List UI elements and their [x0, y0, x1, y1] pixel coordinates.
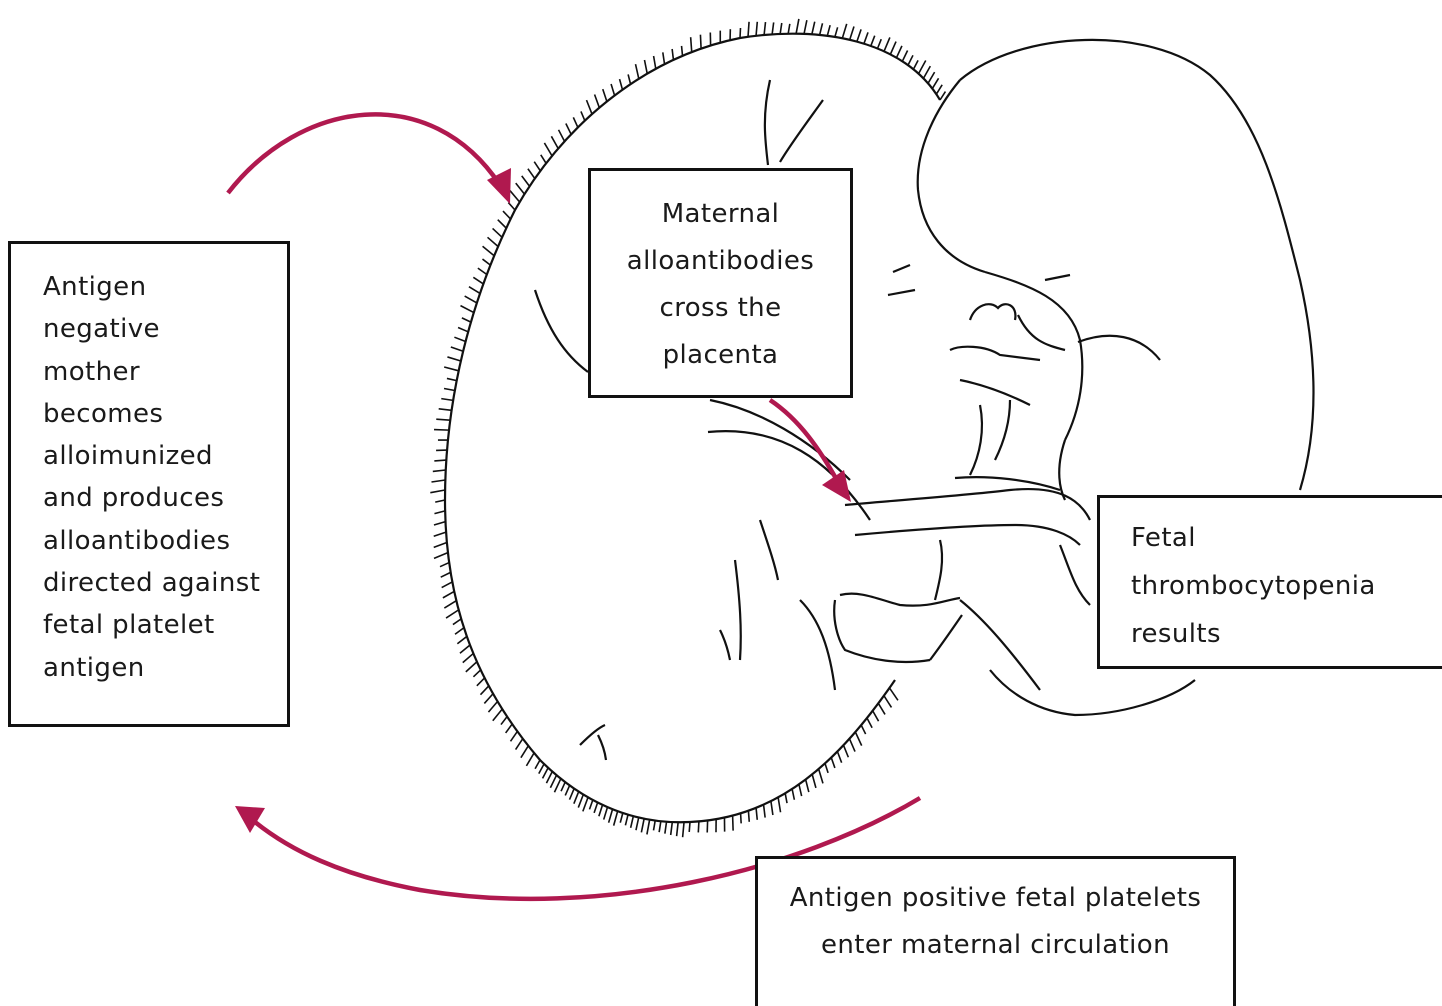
mother-text-line: mother	[43, 351, 287, 393]
mother-text-line: alloimunized	[43, 435, 287, 477]
cross-placenta-text-line: cross the	[591, 285, 850, 332]
fetal-platelets-circulation-box: Antigen positive fetal plateletsenter ma…	[755, 856, 1236, 1006]
cross-placenta-text-line: Maternal	[591, 191, 850, 238]
mother-text-line: becomes	[43, 393, 287, 435]
mother-text-line: fetal platelet	[43, 604, 287, 646]
antibodies-cross-placenta-box: Maternalalloantibodiescross theplacenta	[588, 168, 853, 398]
result-text-line: results	[1131, 610, 1442, 658]
circulation-text-line: enter maternal circulation	[758, 922, 1233, 969]
mother-text-line: alloantibodies	[43, 520, 287, 562]
result-text-line: Fetal	[1131, 514, 1442, 562]
mother-text-line: and produces	[43, 477, 287, 519]
fetal-thrombocytopenia-box: Fetalthrombocytopeniaresults	[1097, 495, 1442, 669]
mother-text-line: antigen	[43, 647, 287, 689]
placenta-drawing	[445, 34, 940, 823]
mother-text-line: negative	[43, 308, 287, 350]
mother-text-line: directed against	[43, 562, 287, 604]
mother-text-line: Antigen	[43, 266, 287, 308]
mother-alloimmunization-box: Antigennegativemotherbecomesalloimunized…	[8, 241, 290, 727]
circulation-text-line: Antigen positive fetal platelets	[758, 875, 1233, 922]
arrowhead-fetus	[822, 470, 851, 502]
result-text-line: thrombocytopenia	[1131, 562, 1442, 610]
arrow-to-placenta	[228, 114, 500, 193]
cross-placenta-text-line: alloantibodies	[591, 238, 850, 285]
cross-placenta-text-line: placenta	[591, 332, 850, 379]
placenta-villi-fringe	[430, 19, 945, 837]
